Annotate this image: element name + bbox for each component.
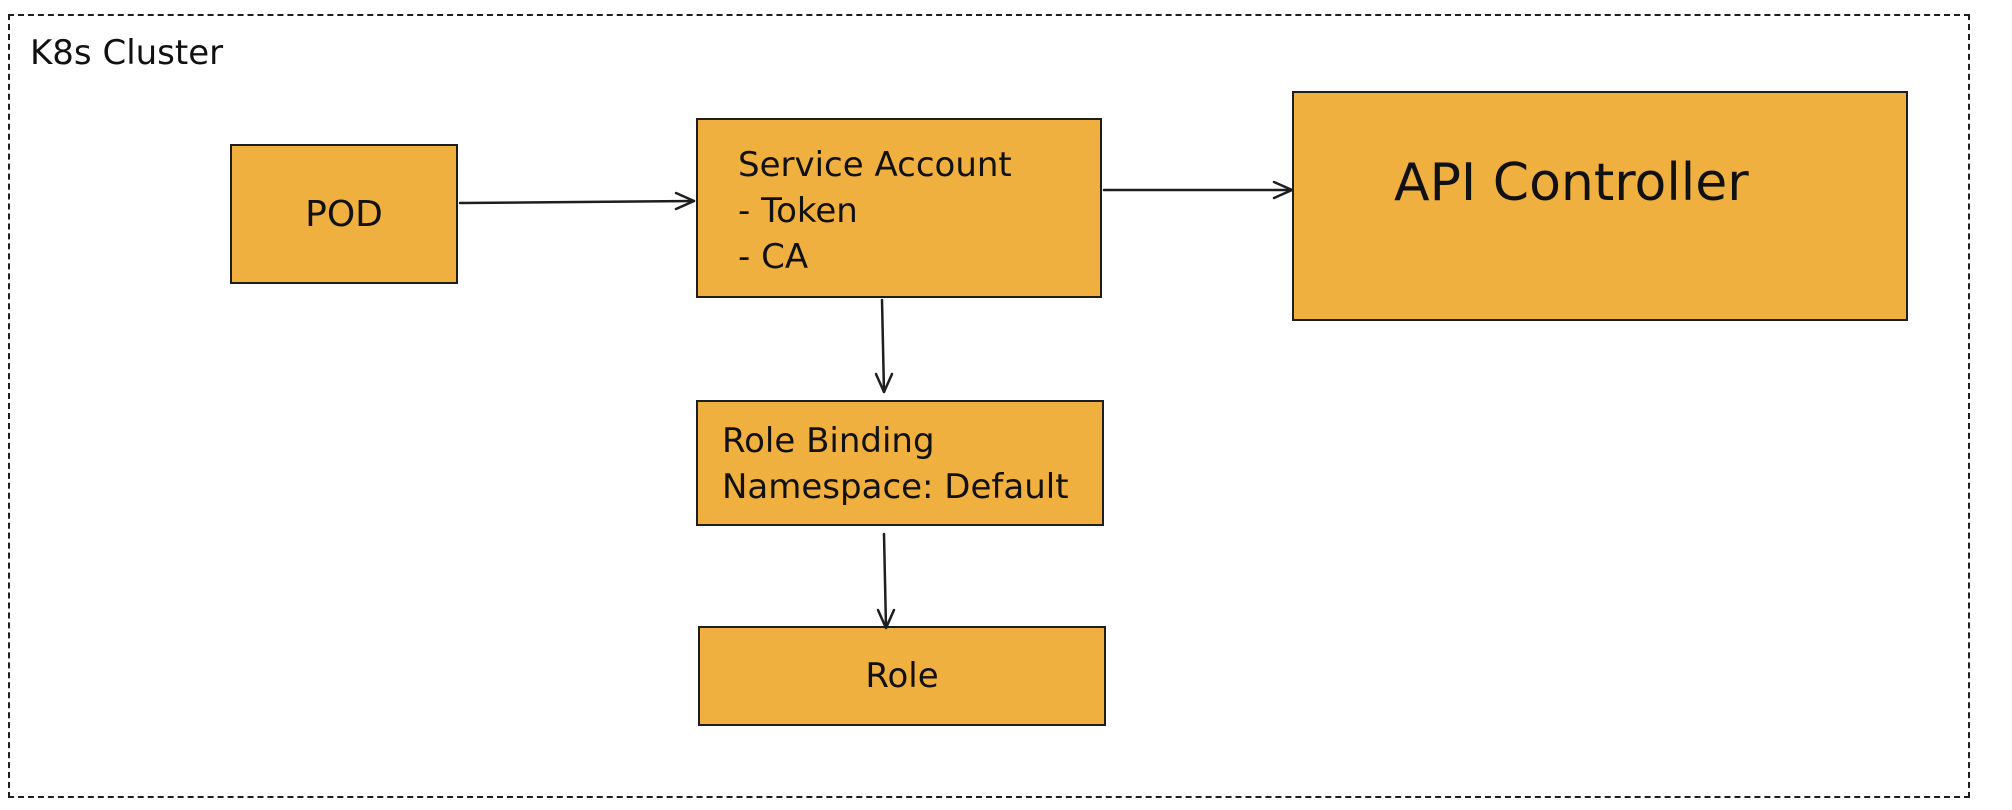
role-label: Role: [865, 656, 939, 696]
pod-node[interactable]: POD: [230, 144, 458, 284]
role-binding-title: Role Binding: [722, 421, 935, 461]
service-account-title: Service Account: [738, 145, 1012, 185]
role-binding-node[interactable]: Role Binding Namespace: Default: [696, 400, 1104, 526]
k8s-cluster-boundary: [8, 14, 1970, 798]
api-controller-node[interactable]: API Controller: [1292, 91, 1908, 321]
api-controller-label: API Controller: [1394, 153, 1749, 213]
role-binding-namespace: Namespace: Default: [722, 467, 1069, 507]
role-node[interactable]: Role: [698, 626, 1106, 726]
service-account-ca-item: - CA: [738, 237, 809, 277]
service-account-token-item: - Token: [738, 191, 858, 231]
cluster-label: K8s Cluster: [30, 33, 224, 73]
service-account-node[interactable]: Service Account - Token - CA: [696, 118, 1102, 298]
pod-label: POD: [305, 193, 383, 235]
